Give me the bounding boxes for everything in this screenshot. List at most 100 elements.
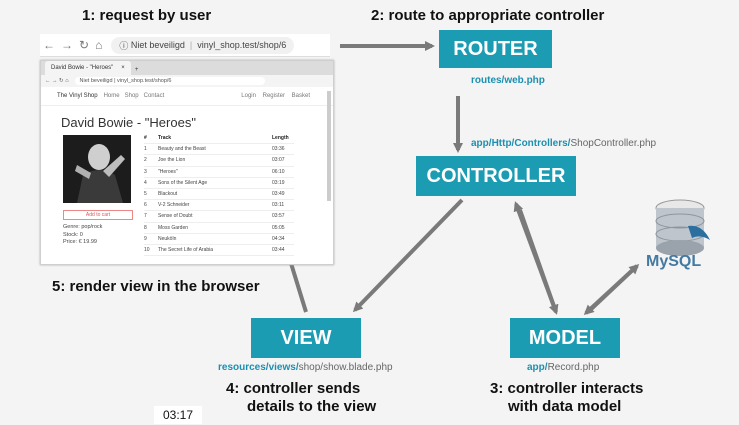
- track-length: 03:49: [272, 191, 285, 198]
- nav-contact[interactable]: Contact: [143, 93, 165, 99]
- track-title: The Secret Life of Arabia: [158, 246, 214, 253]
- address-bar: ← → ↻ ⌂ ⓘ Niet beveiligd | vinyl_shop.te…: [40, 34, 330, 57]
- track-row: 8 Moss Garden 05:05: [144, 223, 294, 234]
- track-length: 03:57: [272, 213, 285, 220]
- mysql-logo: MySQL: [646, 199, 710, 270]
- track-length: 06:10: [272, 168, 285, 175]
- model-path-app: app/: [527, 362, 548, 373]
- back-icon[interactable]: ←: [43, 38, 55, 52]
- site-navbar: The Vinyl Shop Home Shop Contact Login R…: [41, 87, 333, 106]
- track-number: 3: [144, 168, 147, 175]
- track-title: Sense of Doubt: [158, 213, 193, 220]
- reload-icon[interactable]: ↻: [79, 38, 90, 52]
- browser-tab-strip: David Bowie - "Heroes"× +: [41, 61, 333, 75]
- step-3-label-line2: with data model: [508, 398, 622, 415]
- arrow-controller-to-view: [352, 198, 464, 313]
- nav-home[interactable]: Home: [103, 93, 120, 99]
- track-title: "Heroes": [158, 168, 178, 175]
- track-title: V-2 Schneider: [158, 202, 190, 209]
- routes-path-file: web.php: [504, 75, 545, 86]
- genre-text: Genre: pop/rock: [63, 224, 103, 230]
- browser-url-bar: ← → ↻ ⌂ Niet beveiligd | vinyl_shop.test…: [41, 75, 333, 87]
- browser-scrollbar[interactable]: [327, 91, 331, 201]
- home-icon[interactable]: ⌂: [95, 38, 103, 52]
- controller-path-http: Http/: [491, 138, 515, 149]
- video-timestamp: 03:17: [154, 406, 202, 424]
- login-link[interactable]: Login: [241, 93, 256, 99]
- track-length: 05:05: [272, 224, 285, 231]
- track-length: 03:36: [272, 146, 285, 153]
- site-brand[interactable]: The Vinyl Shop: [57, 93, 98, 99]
- nav-shop[interactable]: Shop: [124, 93, 139, 99]
- track-number: 7: [144, 213, 147, 220]
- track-length: 03:44: [272, 246, 285, 253]
- track-title: Blackout: [158, 191, 178, 198]
- album-cover: [63, 135, 131, 203]
- browser-url-text: vinyl_shop.test/shop/6: [117, 78, 172, 84]
- new-tab-icon[interactable]: +: [134, 67, 139, 73]
- step-4-label-line2: details to the view: [247, 398, 377, 415]
- track-length: 03:07: [272, 157, 285, 164]
- header-length: Length: [272, 135, 289, 142]
- register-link[interactable]: Register: [262, 93, 285, 99]
- step-2-label: 2: route to appropriate controller: [371, 7, 605, 24]
- url-text: vinyl_shop.test/shop/6: [197, 40, 287, 50]
- track-number: 9: [144, 235, 147, 242]
- routes-path-dir: routes/: [471, 75, 505, 86]
- track-title: Beauty and the Beast: [158, 146, 206, 153]
- browser-tab-title: David Bowie - "Heroes": [51, 65, 114, 71]
- router-box: ROUTER: [439, 30, 552, 68]
- step-3-label-line1: 3: controller interacts: [490, 380, 644, 397]
- arrow-mysql-to-model: [583, 264, 639, 316]
- track-title: Moss Garden: [158, 224, 189, 231]
- browser-screenshot: David Bowie - "Heroes"× + ← → ↻ ⌂ Niet b…: [40, 60, 334, 265]
- header-number: #: [144, 135, 147, 142]
- track-row: 1 Beauty and the Beast 03:36: [144, 144, 294, 156]
- routes-path: routes/web.php: [471, 75, 545, 86]
- mysql-logo-text: MySQL: [646, 253, 701, 270]
- arrow-model-to-controller: [513, 201, 558, 313]
- forward-icon[interactable]: →: [61, 38, 73, 52]
- controller-path-app: app/: [471, 138, 492, 149]
- track-length: 03:11: [272, 202, 285, 209]
- track-number: 1: [144, 146, 147, 153]
- view-path: resources/views/shop/show.blade.php: [218, 362, 393, 373]
- track-number: 6: [144, 202, 147, 209]
- record-meta: Genre: pop/rock Stock: 0 Price: € 19.99: [63, 224, 102, 247]
- step-4-label-line1: 4: controller sends: [226, 380, 361, 397]
- track-number: 5: [144, 191, 147, 198]
- security-label: Niet beveiligd: [130, 40, 185, 50]
- track-title: Sons of the Silent Age: [158, 179, 208, 186]
- info-icon: ⓘ: [119, 40, 131, 51]
- track-row: 5 Blackout 03:49: [144, 189, 294, 201]
- track-number: 2: [144, 157, 147, 164]
- track-length: 03:19: [272, 179, 285, 186]
- browser-url-field[interactable]: Niet beveiligd | vinyl_shop.test/shop/6: [74, 77, 265, 85]
- browser-nav-icons: ← → ↻ ⌂: [45, 78, 69, 84]
- view-path-resources: resources/: [218, 362, 269, 373]
- controller-path-file: ShopController.php: [570, 138, 657, 149]
- model-box: MODEL: [510, 318, 620, 358]
- header-track: Track: [158, 135, 172, 142]
- record-title: David Bowie - "Heroes": [61, 115, 196, 130]
- url-field[interactable]: ⓘ Niet beveiligd | vinyl_shop.test/shop/…: [111, 36, 295, 54]
- view-path-shop: shop/: [298, 362, 324, 373]
- track-row: 3 "Heroes" 06:10: [144, 167, 294, 178]
- tracks-header: # Track Length: [144, 133, 294, 145]
- browser-tab[interactable]: David Bowie - "Heroes"×: [45, 61, 131, 75]
- basket-link[interactable]: Basket: [291, 93, 310, 99]
- add-to-cart-button[interactable]: Add to cart: [63, 210, 133, 220]
- view-path-views: views/: [268, 362, 299, 373]
- controller-box: CONTROLLER: [416, 156, 576, 196]
- track-length: 04:34: [272, 235, 285, 242]
- model-path: app/Record.php: [527, 362, 599, 373]
- stock-text: Stock: 0: [63, 231, 83, 238]
- track-number: 8: [144, 224, 147, 231]
